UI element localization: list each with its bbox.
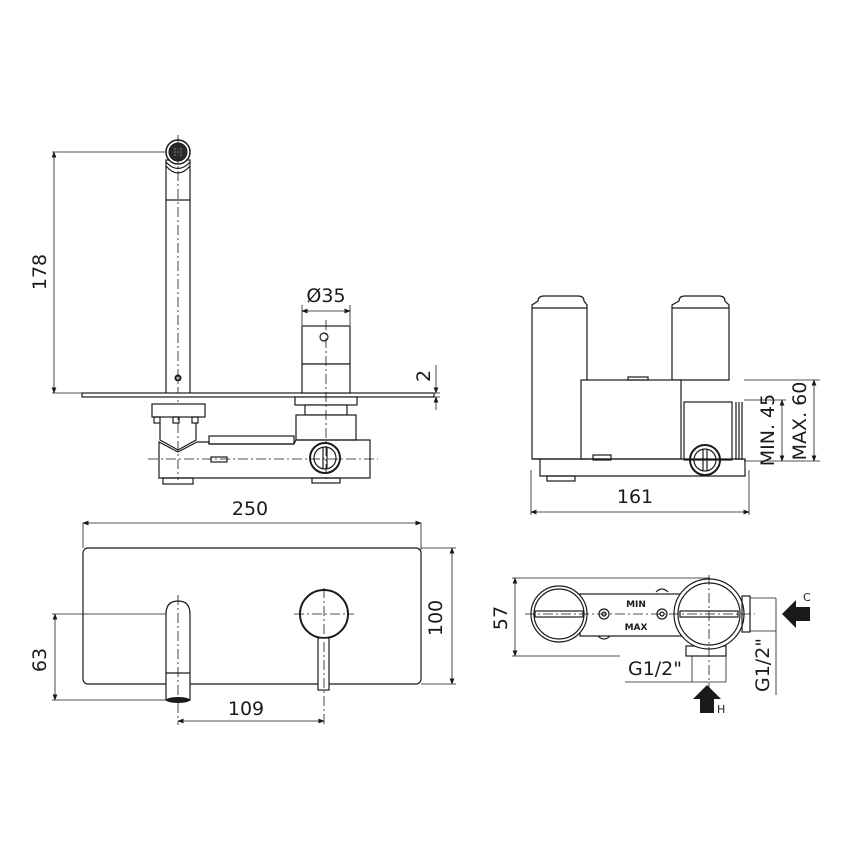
dim-min-depth: MIN. 45: [757, 394, 779, 466]
hot-inlet-arrow-icon: [693, 685, 721, 713]
dim-handle-diameter: Ø35: [306, 285, 345, 307]
dim-inlet-bottom: G1/2": [628, 658, 682, 680]
wall-plate: [81, 392, 435, 398]
dim-inlet-side: G1/2": [752, 638, 774, 692]
label-cold: C: [803, 591, 811, 604]
dim-plate-height: 100: [425, 600, 447, 636]
dim-back-width: 161: [617, 486, 653, 508]
dim-spout-to-handle: 109: [228, 698, 264, 720]
front-plate: [82, 547, 422, 685]
dim-plate-thickness: 2: [413, 370, 435, 382]
dim-spout-position: 63: [29, 648, 51, 672]
spout: [165, 135, 191, 480]
top-view: 57 MIN MAX G1/2" G1/2" C: [490, 575, 811, 716]
dim-max-depth: MAX. 60: [789, 382, 811, 461]
back-view: 161 MIN. 45 MAX. 60: [530, 295, 820, 515]
side-view: 178 2: [29, 135, 440, 485]
label-min: MIN: [626, 600, 646, 610]
cold-inlet-arrow-icon: [782, 600, 810, 628]
dim-plate-width: 250: [232, 498, 268, 520]
front-view: 250 100 63 109: [29, 498, 456, 725]
valve-body: [148, 320, 378, 485]
dim-body-depth: 57: [490, 606, 512, 630]
label-max: MAX: [625, 623, 648, 633]
dim-spout-height: 178: [29, 254, 51, 290]
label-hot: H: [717, 703, 725, 716]
